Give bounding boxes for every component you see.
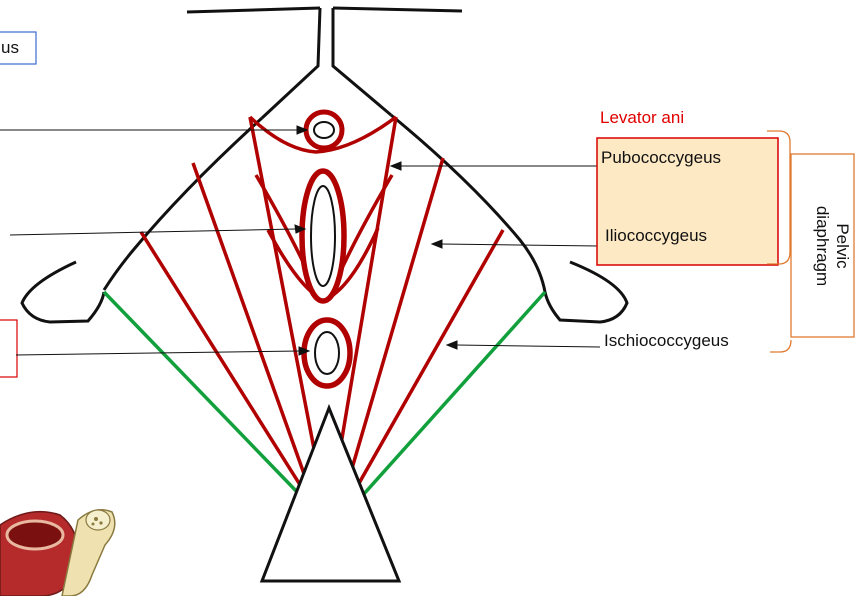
pelvic-diaphragm-label-line2: diaphragm (813, 206, 832, 286)
partial-label-top: us (1, 38, 19, 57)
urethra (306, 112, 342, 148)
levator-ani-label: Levator ani (600, 108, 684, 127)
coccyx-triangle (262, 408, 399, 581)
pelvic-diaphragm-bracket (770, 340, 791, 352)
ischiococcygeus-label: Ischiococcygeus (604, 331, 729, 350)
anus (304, 320, 350, 386)
iliococcygeus-label: Iliococcygeus (605, 226, 707, 245)
pelvis-illustration-partial (0, 510, 115, 596)
pubococcygeus-label: Pubococcygeus (601, 148, 721, 167)
top-structure (187, 8, 462, 118)
vagina (302, 171, 344, 301)
partial-label-box-left (0, 320, 17, 377)
pelvic-diaphragm-label-line1: Pelvic (833, 223, 852, 269)
